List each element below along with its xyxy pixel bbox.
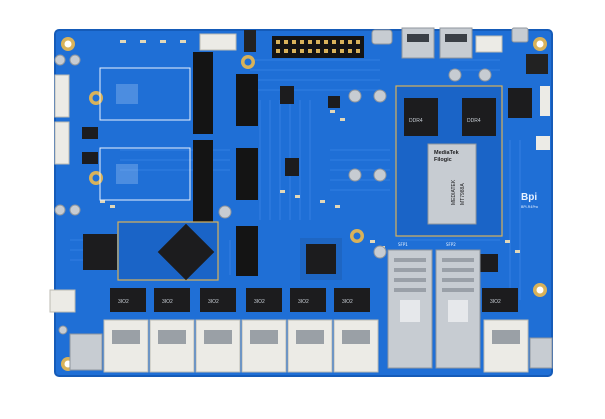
board-model-label: BPI-R4Pro <box>521 205 538 209</box>
ram-label-1: DDR4 <box>409 118 423 124</box>
bpi-logo: Bpi <box>521 192 537 203</box>
top-connectors <box>199 27 548 74</box>
ethernet-transformers: 3IO2 3IO2 3IO2 3IO2 3IO2 3IO2 3IO2 <box>110 288 518 312</box>
transformer-label: 3IO2 <box>162 299 173 305</box>
sfp-cages: SFP1 SFP2 <box>387 242 481 369</box>
network-controller-area <box>83 221 342 281</box>
right-side: Bpi BPI-R4Pro <box>480 86 550 272</box>
rj45-ports <box>69 319 553 373</box>
left-chips <box>82 86 340 176</box>
soc-brand-1: MediaTek <box>434 150 460 156</box>
m2-slots <box>99 52 213 222</box>
left-connectors <box>49 74 76 313</box>
transformer-label: 3IO2 <box>208 299 219 305</box>
soc-region: DDR4 DDR4 MediaTek Filogic MEDIATEK MT79… <box>395 85 503 237</box>
transformer-label: 3IO2 <box>342 299 353 305</box>
m2-slots-center <box>236 74 258 276</box>
transformer-label: 3IO2 <box>118 299 129 305</box>
sfp1-label: SFP1 <box>398 242 408 247</box>
transformer-label: 3IO2 <box>298 299 309 305</box>
soc-part-2: MT7988A <box>460 183 466 205</box>
soc-part-1: MEDIATEK <box>451 179 457 205</box>
sfp2-label: SFP2 <box>446 242 456 247</box>
ram-label-2: DDR4 <box>467 118 481 124</box>
standoff-screws <box>54 54 492 335</box>
transformer-label: 3IO2 <box>254 299 265 305</box>
transformer-label: 3IO2 <box>490 299 501 305</box>
soc-brand-2: Filogic <box>434 157 452 163</box>
